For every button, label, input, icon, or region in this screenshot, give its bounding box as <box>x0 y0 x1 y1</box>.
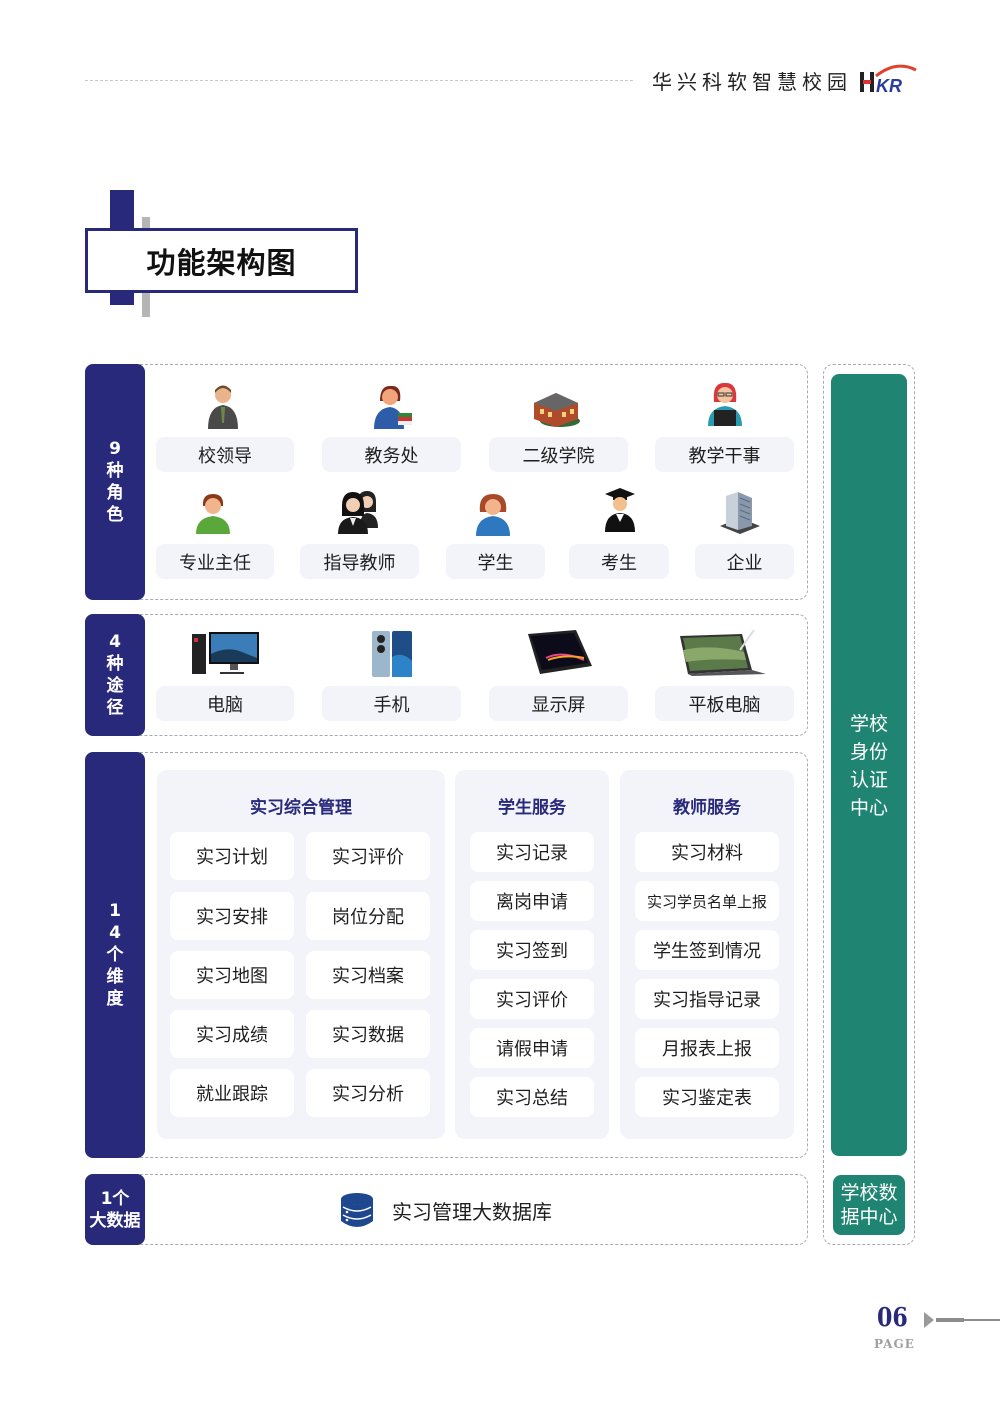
group-teacher-services: 教师服务 实习材料 实习学员名单上报 学生签到情况 实习指导记录 月报表上报 实… <box>620 770 794 1139</box>
teaching-secretary-icon <box>708 382 742 426</box>
channel-computer[interactable]: 电脑 <box>156 686 294 721</box>
function-item[interactable]: 实习签到 <box>470 930 594 970</box>
role-major-director[interactable]: 专业主任 <box>156 544 274 579</box>
mobile-phone-icon <box>372 631 412 677</box>
function-item[interactable]: 离岗申请 <box>470 881 594 921</box>
college-building-icon <box>534 393 580 427</box>
header-divider <box>85 80 633 81</box>
group-title: 学生服务 <box>498 798 566 818</box>
role-enterprise[interactable]: 企业 <box>695 544 794 579</box>
function-item[interactable]: 实习指导记录 <box>635 979 779 1019</box>
group-title: 教师服务 <box>673 798 741 818</box>
function-item[interactable]: 学生签到情况 <box>635 930 779 970</box>
footer-rule <box>936 1318 964 1322</box>
svg-text:KR: KR <box>876 76 902 96</box>
page-title-box: 功能架构图 <box>85 228 358 293</box>
group-internship-management: 实习综合管理 实习计划 实习评价 实习安排 岗位分配 实习地图 实习档案 实习成… <box>157 770 445 1139</box>
function-item[interactable]: 实习评价 <box>306 832 430 880</box>
function-item[interactable]: 实习记录 <box>470 832 594 872</box>
academic-affairs-icon <box>374 385 412 429</box>
student-icon <box>476 494 510 536</box>
function-item[interactable]: 实习评价 <box>470 979 594 1019</box>
data-center-block[interactable]: 学校数据中心 <box>833 1175 905 1235</box>
database-icon <box>341 1193 373 1227</box>
function-item[interactable]: 月报表上报 <box>635 1028 779 1068</box>
function-item[interactable]: 实习成绩 <box>170 1010 294 1058</box>
role-principal[interactable]: 校领导 <box>156 437 294 472</box>
roles-section: 9种角色 <box>85 364 808 600</box>
role-teaching-secretary[interactable]: 教学干事 <box>655 437 794 472</box>
hkr-logo-icon: KR <box>860 64 917 96</box>
identity-center-block[interactable]: 学校身份认证中心 <box>831 374 907 1156</box>
display-screen-icon <box>528 630 592 674</box>
function-item[interactable]: 实习地图 <box>170 951 294 999</box>
page-title: 功能架构图 <box>146 245 297 280</box>
principal-icon <box>208 385 238 429</box>
role-instructor[interactable]: 指导教师 <box>300 544 419 579</box>
function-item[interactable]: 实习计划 <box>170 832 294 880</box>
function-item[interactable]: 实习分析 <box>306 1069 430 1117</box>
page-number: 06 <box>877 1303 908 1333</box>
enterprise-building-icon <box>720 492 760 534</box>
channels-section: 4种途径 <box>85 614 808 736</box>
function-item[interactable]: 岗位分配 <box>306 892 430 940</box>
graduate-icon <box>605 488 635 532</box>
bigdata-section: 1个 大数据 <box>85 1174 808 1245</box>
instructor-icon <box>338 491 378 534</box>
tablet-icon <box>680 630 766 676</box>
channel-display[interactable]: 显示屏 <box>489 686 628 721</box>
group-title: 实习综合管理 <box>250 798 352 818</box>
footer-rule-thin <box>964 1319 1000 1321</box>
function-item[interactable]: 实习鉴定表 <box>635 1077 779 1117</box>
major-director-icon <box>196 494 230 534</box>
channel-tablet[interactable]: 平板电脑 <box>655 686 794 721</box>
arrow-right-icon <box>924 1312 934 1328</box>
channel-mobile[interactable]: 手机 <box>322 686 461 721</box>
function-item[interactable]: 实习总结 <box>470 1077 594 1117</box>
dimensions-section: 14个维度 <box>85 752 808 1158</box>
function-item[interactable]: 实习材料 <box>635 832 779 872</box>
right-column-frame <box>823 364 915 1245</box>
function-item[interactable]: 实习学员名单上报 <box>635 881 779 921</box>
dimensions-section-label: 14个维度 <box>85 752 145 1158</box>
role-academic-affairs[interactable]: 教务处 <box>322 437 461 472</box>
function-item[interactable]: 实习档案 <box>306 951 430 999</box>
database-label: 实习管理大数据库 <box>392 1200 552 1224</box>
bigdata-section-label: 1个 大数据 <box>85 1174 145 1245</box>
role-secondary-college[interactable]: 二级学院 <box>489 437 628 472</box>
role-examinee[interactable]: 考生 <box>569 544 669 579</box>
desktop-computer-icon <box>192 632 259 674</box>
function-item[interactable]: 实习安排 <box>170 892 294 940</box>
page-label: PAGE <box>874 1337 915 1351</box>
role-student[interactable]: 学生 <box>446 544 545 579</box>
function-item[interactable]: 就业跟踪 <box>170 1069 294 1117</box>
function-item[interactable]: 请假申请 <box>470 1028 594 1068</box>
channels-section-label: 4种途径 <box>85 614 145 736</box>
roles-section-label: 9种角色 <box>85 364 145 600</box>
group-student-services: 学生服务 实习记录 离岗申请 实习签到 实习评价 请假申请 实习总结 <box>455 770 609 1139</box>
function-item[interactable]: 实习数据 <box>306 1010 430 1058</box>
brand-name: 华兴科软智慧校园 <box>652 70 852 94</box>
